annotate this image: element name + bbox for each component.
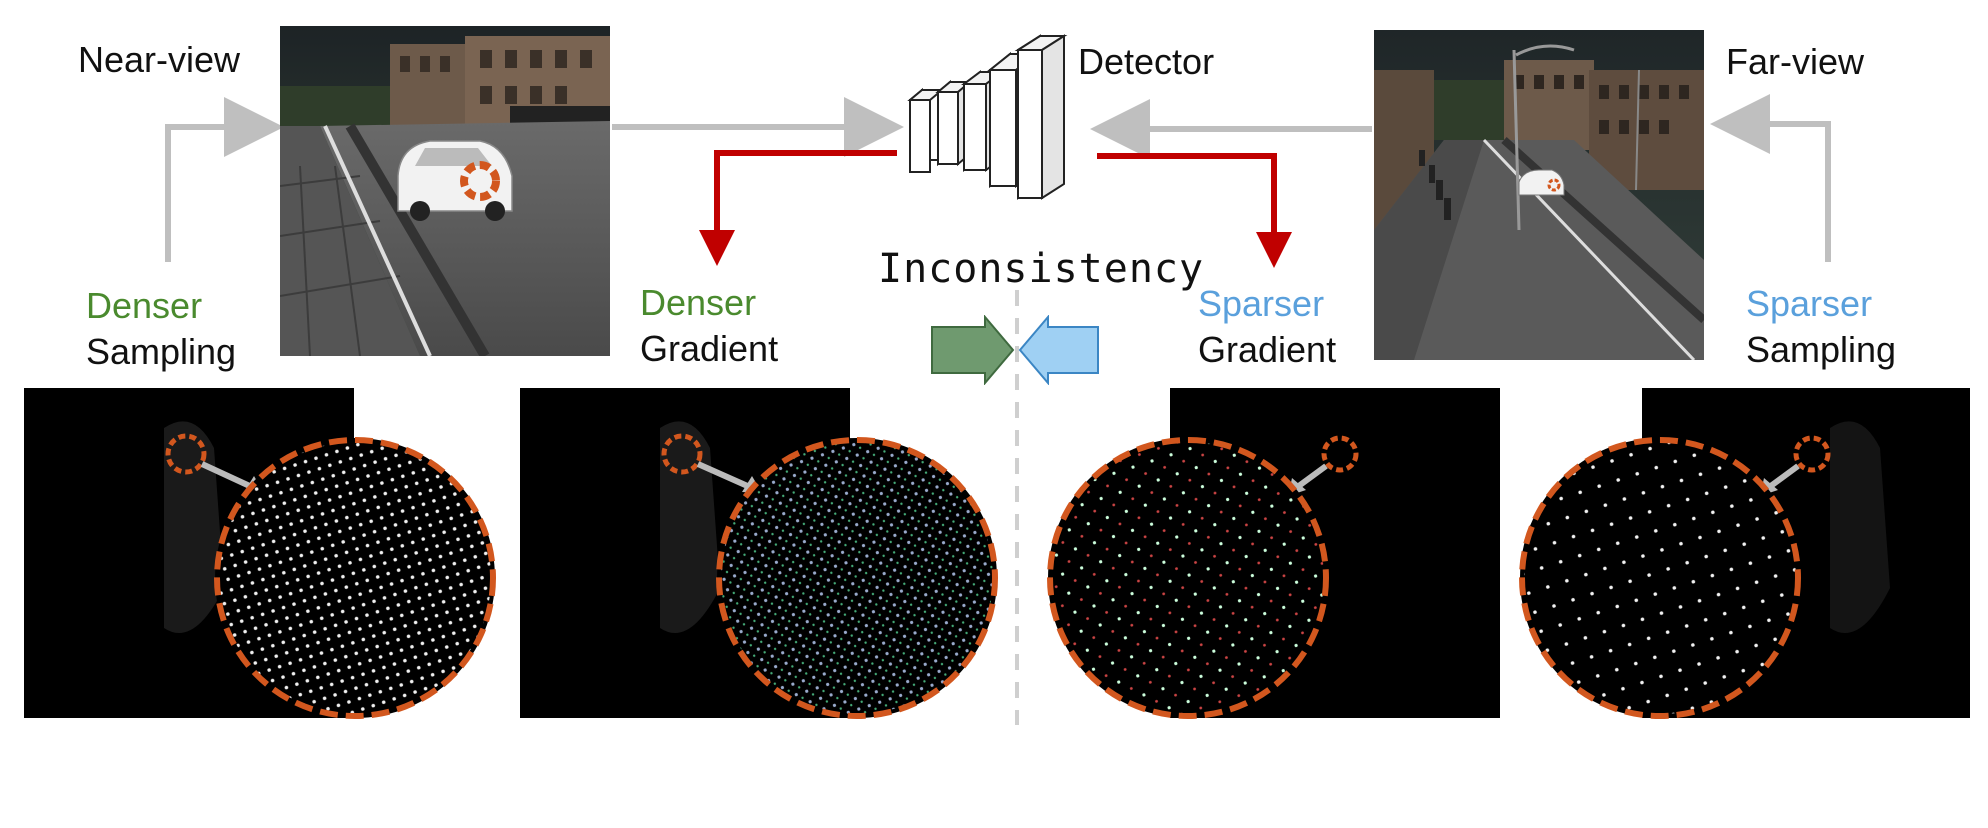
denser-gradient-label-1: Denser [640, 282, 757, 323]
near-view-label: Near-view [78, 39, 241, 80]
far-sampling-arrow [1710, 94, 1831, 262]
far-view-label: Far-view [1726, 41, 1865, 82]
green-arrow-shape [931, 315, 1015, 385]
panel-sparser-gradient [1040, 388, 1500, 728]
near-view-image [280, 26, 610, 356]
sparser-gradient-label-1: Sparser [1198, 283, 1325, 324]
panel-denser-sampling [24, 388, 496, 719]
detector-icon [907, 34, 1068, 200]
panel-sparser-sampling [1500, 388, 1970, 728]
sparser-sampling-label-1: Sparser [1746, 283, 1873, 324]
sparser-sampling-label-2: Sampling [1746, 329, 1897, 370]
inconsistency-label: Inconsistency [878, 246, 1205, 292]
sparser-gradient-arrow [1097, 153, 1292, 268]
opposing-arrows-icon [931, 315, 1099, 385]
blue-arrow-shape [1018, 315, 1099, 385]
sparser-gradient-label-2: Gradient [1198, 329, 1337, 370]
car-shape [397, 140, 513, 221]
panel-denser-gradient [520, 388, 1000, 728]
denser-sampling-label-2: Sampling [86, 331, 237, 372]
near-sampling-arrow [165, 97, 284, 262]
denser-sampling-label-1: Denser [86, 285, 203, 326]
far-view-image [1374, 30, 1704, 360]
denser-gradient-arrow [699, 150, 897, 266]
denser-gradient-label-2: Gradient [640, 328, 779, 369]
detector-label: Detector [1078, 41, 1215, 82]
